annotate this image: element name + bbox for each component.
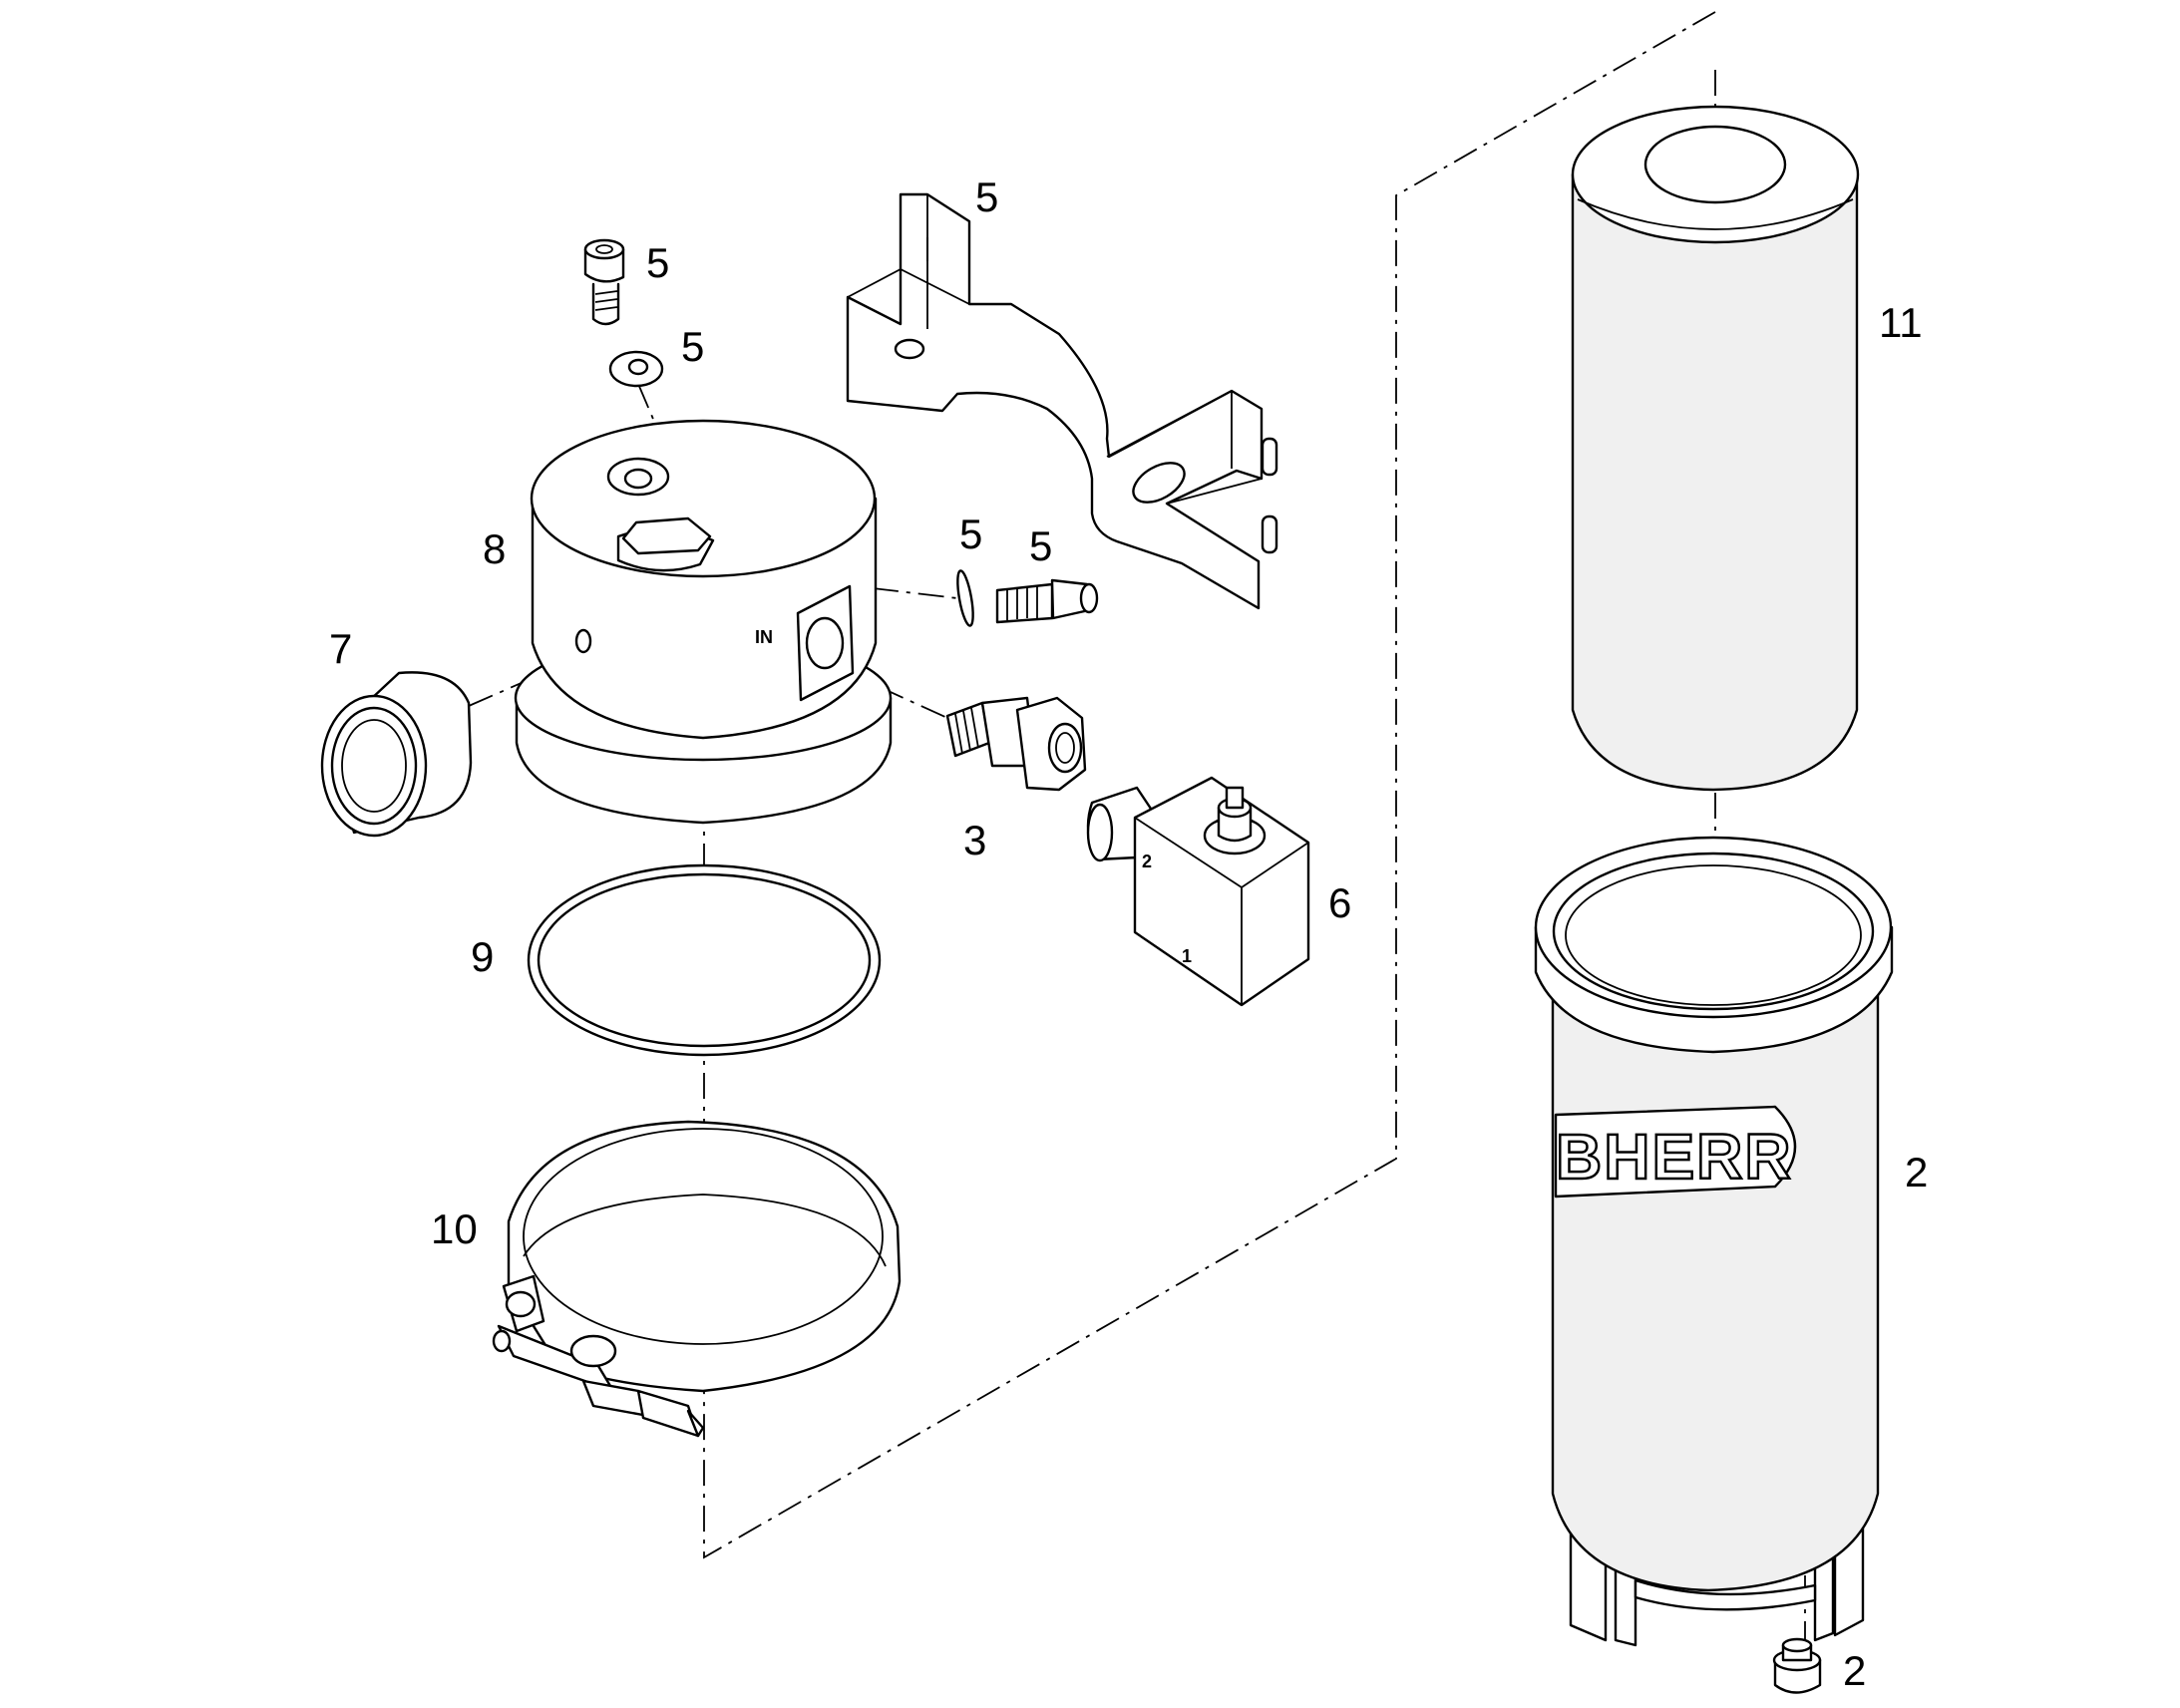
callout-side-washer: 5 (959, 511, 982, 557)
inlet-label: IN (755, 627, 773, 647)
callout-o-ring: 9 (471, 933, 494, 980)
callout-top-washer: 5 (681, 323, 704, 370)
callout-bracket: 5 (975, 173, 998, 220)
port-1-label: 1 (1182, 946, 1192, 966)
callout-fitting: 3 (963, 817, 986, 863)
drain-plug (1772, 1637, 1822, 1694)
filter-element (1571, 105, 1860, 792)
filter-head: IN (514, 419, 893, 825)
callout-labels: 5 5 5 5 5 11 8 7 3 6 9 10 2 2 (329, 173, 1928, 1694)
callout-filter-head: 8 (483, 525, 506, 572)
fitting (945, 696, 1087, 792)
screw-axis-line (637, 383, 659, 432)
pressure-switch: 2 1 (1086, 776, 1310, 1007)
bracket (846, 192, 1278, 610)
top-washer (608, 350, 664, 388)
assembly-axis-line (703, 11, 1716, 1559)
filter-housing: BHERR (1534, 836, 1894, 1647)
callout-side-screw: 5 (1029, 522, 1052, 569)
callout-filter-element: 11 (1879, 299, 1923, 346)
cap (320, 671, 473, 838)
callout-filter-housing: 2 (1905, 1149, 1928, 1196)
port-2-label: 2 (1142, 852, 1152, 871)
side-screw-axis-line (872, 587, 958, 599)
o-ring (527, 863, 882, 1057)
callout-top-screw: 5 (646, 239, 669, 286)
callout-drain-plug: 2 (1843, 1647, 1866, 1694)
callout-pressure-switch: 6 (1328, 879, 1351, 926)
side-screw (995, 578, 1099, 624)
band-clamp (492, 1120, 902, 1438)
top-screw (583, 238, 625, 326)
side-washer (956, 569, 974, 627)
housing-logo: BHERR (1556, 1121, 1793, 1193)
callout-cap: 7 (329, 625, 352, 672)
callout-band-clamp: 10 (431, 1205, 478, 1252)
